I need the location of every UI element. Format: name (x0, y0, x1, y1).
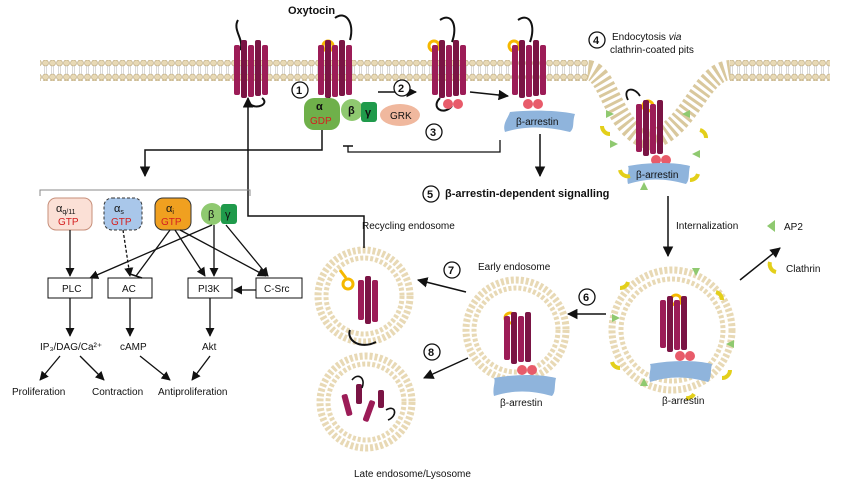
svg-text:GTP: GTP (58, 217, 79, 228)
legend: AP2 Clathrin (767, 220, 820, 275)
gi-alpha-subunit: αi GTP (154, 197, 192, 231)
oxytocin-label: Oxytocin (288, 5, 335, 17)
svg-text:7: 7 (448, 265, 454, 277)
svg-text:Akt: Akt (202, 342, 217, 353)
svg-text:γ: γ (365, 107, 372, 119)
grk-kinase: GRK (380, 104, 420, 126)
phosphorylation-sites (443, 99, 543, 109)
svg-text:4: 4 (593, 35, 600, 47)
beta-arrestin-membrane: β-arrestin (504, 110, 575, 132)
svg-text:β: β (348, 105, 355, 117)
pi3k-label: PI3K (198, 284, 220, 295)
svg-text:cAMP: cAMP (120, 342, 147, 353)
gs-alpha-subunit: αs GTP (103, 197, 143, 231)
ap2-legend-icon (767, 220, 775, 232)
svg-text:8: 8 (428, 347, 434, 359)
svg-text:γ: γ (225, 209, 231, 221)
svg-text:clathrin-coated pits: clathrin-coated pits (610, 45, 694, 56)
gq-alpha-subunit: αq/11 GTP (47, 197, 93, 231)
receptor-oxytocin-bound (318, 14, 353, 109)
svg-text:Recycling endosome: Recycling endosome (362, 221, 455, 232)
svg-text:αi: αi (166, 203, 174, 216)
svg-text:α: α (316, 101, 323, 113)
svg-text:Late endosome/Lysosome: Late endosome/Lysosome (354, 469, 471, 480)
svg-text:AP2: AP2 (784, 222, 803, 233)
receptor-inactive (234, 19, 268, 108)
svg-text:Endocytosis via: Endocytosis via (612, 32, 682, 43)
coated-pit-ap2-clathrin (600, 110, 708, 190)
svg-text:β-arrestin: β-arrestin (662, 396, 704, 407)
barrestin-signalling-label: β-arrestin-dependent signalling (445, 188, 609, 200)
plc-label: PLC (62, 284, 81, 295)
svg-text:Contraction: Contraction (92, 387, 143, 398)
receptor-in-coated-pit: β-arrestin (625, 88, 690, 184)
svg-text:GRK: GRK (390, 111, 412, 122)
svg-text:GDP: GDP (310, 116, 332, 127)
svg-text:1: 1 (296, 85, 302, 97)
g-protein-heterotrimer: α GDP β γ (304, 98, 377, 130)
svg-text:Antiproliferation: Antiproliferation (158, 387, 227, 398)
svg-text:Clathrin: Clathrin (786, 264, 820, 275)
svg-text:Proliferation: Proliferation (12, 387, 65, 398)
svg-text:Internalization: Internalization (676, 221, 738, 232)
svg-text:αs: αs (114, 203, 124, 216)
recycling-endosome (314, 246, 414, 346)
early-endosome: β-arrestin (462, 276, 570, 409)
csrc-label: C-Src (264, 284, 290, 295)
svg-text:GTP: GTP (161, 217, 182, 228)
receptor-arrestin-bound (507, 16, 546, 98)
svg-text:3: 3 (430, 127, 436, 139)
svg-text:β-arrestin: β-arrestin (500, 398, 542, 409)
cascade-arrows (39, 224, 269, 381)
svg-text:β: β (208, 209, 214, 221)
svg-text:IP₃/DAG/Ca²⁺: IP₃/DAG/Ca²⁺ (40, 342, 102, 353)
late-endosome-lysosome (316, 352, 416, 452)
svg-text:5: 5 (427, 189, 433, 201)
effectors: PLC AC PI3K C-Src (47, 277, 303, 299)
clathrin-coated-vesicle: β-arrestin (608, 266, 736, 407)
svg-text:2: 2 (398, 83, 404, 95)
ac-label: AC (122, 284, 136, 295)
svg-text:Early endosome: Early endosome (478, 262, 551, 273)
svg-text:β-arrestin: β-arrestin (636, 170, 678, 181)
svg-text:6: 6 (583, 292, 589, 304)
svg-text:GTP: GTP (111, 217, 132, 228)
clathrin-legend-icon (767, 261, 777, 274)
beta-gamma-dimer: β γ (201, 203, 237, 225)
svg-text:β-arrestin: β-arrestin (516, 117, 558, 128)
step-markers: 1 2 3 4 5 6 7 8 (291, 31, 606, 361)
receptor-grk-phosphorylated (427, 16, 466, 112)
